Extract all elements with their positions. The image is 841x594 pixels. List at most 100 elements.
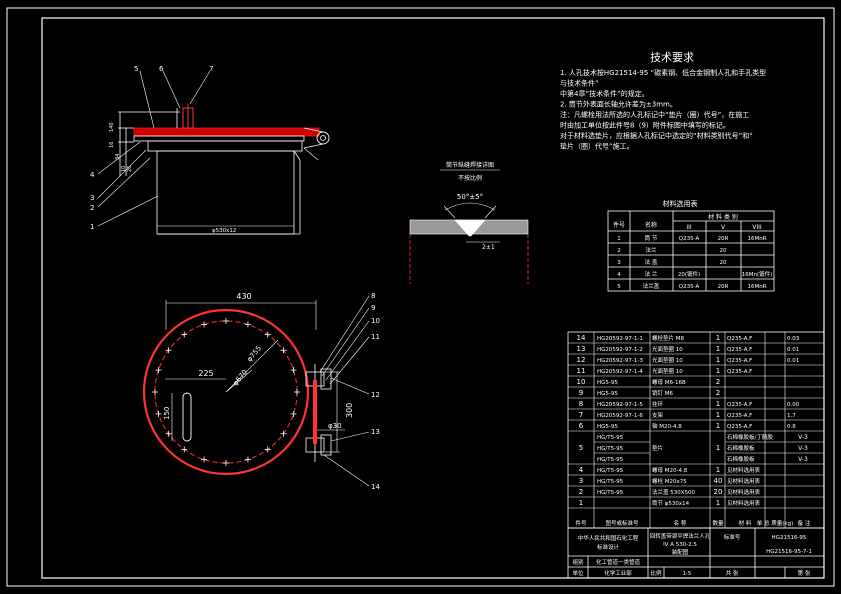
bom-code: HG20592-97-1-3 [597,358,643,364]
material-cell: 5 [617,284,621,290]
bom-no: 6 [579,422,584,430]
material-cell: 16MnR [747,236,766,242]
callout-12: 12 [371,391,380,399]
material-cell: 20R [718,236,729,242]
bom-name: 螺母 M20-4.8 [652,466,688,474]
bom-qty: 20 [714,488,723,496]
bom-mat: Q235-A.F [727,358,752,364]
bom-mat: 见材料选用表 [727,477,761,485]
weld-detail: 筒节纵缝焊接详图 不按比例 50°±5° 2±1 [409,161,529,284]
tech-note-line: 与技术条件” [560,79,599,88]
bom-no: 3 [579,477,583,485]
material-cell: Q235-A [679,236,700,242]
tb-row2-value: 化学工业部 [604,569,632,577]
bom-code: HG/T5-95 [597,457,624,463]
mat-col-group: 材 料 类 别 [708,213,738,221]
bom-name: 垫片 [652,444,663,452]
material-cell: 法 兰 [645,270,658,278]
bom-type: V-3 [798,434,808,441]
material-cell: 20 [720,248,727,254]
material-cell: 20R [718,284,729,290]
bom-code: HG/T5-95 [597,435,624,441]
plan-view: 430 225 150 φ670 φ755 300 φ30 8 9 10 11 [142,292,380,491]
bom-qty: 1 [716,400,720,408]
bom-mat: 见材料选用表 [727,488,761,496]
bom-mat: 石棉橡胶板 [727,444,755,452]
callout-2: 2 [90,204,94,212]
tech-note-line: 中第4章“技术条件”的规定。 [560,89,649,98]
bom-name: 支架 [652,411,664,419]
bom-header-cell: 件号 [575,519,587,527]
bom-rmk: 0.01 [787,347,799,353]
left-dim-4: 10 [121,166,127,172]
bom-header-cell: 图号或标准号 [605,519,639,527]
bom-name: 螺栓垫片 M8 [652,334,684,342]
bom-mat: Q235-A.F [727,413,752,419]
bom-no: 5 [579,444,583,452]
material-cell: 法兰盖 [643,282,660,290]
tb-sheet-total: 共 张 [726,569,739,577]
callout-1: 1 [90,223,94,231]
left-dim-3: 34 [115,154,121,160]
bom-no: 12 [577,356,586,364]
bom-qty: 1 [716,345,720,353]
bom-name: 螺母 M6-16B [652,378,686,386]
weld-title: 筒节纵缝焊接详图 [446,161,494,169]
tech-note-line: 对于材料选垫片，应根据人孔标记中选定的“材料类别代号”和“ [560,131,753,140]
bom-rmk: 0.8 [787,424,796,430]
bom-code: HG20592-97-1-2 [597,347,643,353]
weld-subtitle: 不按比例 [458,174,482,182]
bom-header-cell: 名 称 [674,519,687,527]
material-cell: 3 [617,260,621,266]
left-dim-2: 16 [109,142,115,148]
material-cell: 法 盖 [645,258,658,266]
bom-name: 光面垫圈 10 [652,345,683,353]
bom-qty: 1 [716,466,720,474]
bom-no: 2 [579,488,583,496]
title-block: 中华人民共和国石化工程 标准设计 回转盖带颈平焊法兰人孔 IV A 530-2.… [567,527,825,579]
bom-qty: 1 [716,356,720,364]
material-cell: 16Mn(锻件) [742,270,773,278]
weld-gap: 2±1 [482,244,495,251]
bom-header-cell: 材 料 [739,519,752,527]
bom-mat: 石棉橡胶板 [727,455,755,463]
bom-no: 14 [577,334,586,342]
bom-qty: 1 [716,367,720,375]
bom-header-cell: 单 总 质量(kg) [757,519,793,527]
material-cell: 法兰 [645,246,657,254]
bom-mat: Q235-A.F [727,402,752,408]
bom-qty: 1 [716,334,720,342]
bom-code: HG5-95 [597,391,618,397]
bom-name: 螺栓 M20x75 [652,477,687,485]
bom-no: 9 [579,389,583,397]
dim-755: φ755 [245,344,263,363]
bom-qty: 1 [716,444,720,452]
bom-no: 7 [579,411,583,419]
bom-code: HG/T5-95 [597,479,624,485]
bom-name: 销钉 M6 [652,389,673,397]
callout-13: 13 [371,428,380,436]
tb-proj3: 装配图 [672,548,689,556]
tb-proj2: IV A 530-2.5 [663,542,697,548]
outer-frame [6,7,835,587]
callout-5: 5 [134,65,138,73]
bom-mat: 见材料选用表 [727,466,761,474]
left-dim-5: 26 [127,166,133,172]
bom-rmk: 0.01 [787,358,799,364]
bom-name: 法兰盖 530X500 [652,488,696,496]
callout-8: 8 [371,292,375,300]
bom-mat: Q235-A.F [727,424,752,430]
tech-note-line: 2. 筒节外表面长轴允许差为±3mm。 [560,100,677,109]
bom-code: HG/T5-95 [597,490,624,496]
bom-code: HG20592-97-1-4 [597,369,643,375]
bom-no: 10 [577,378,586,386]
bom-mat: 见材料选用表 [727,499,761,507]
bom-name: 挂环 [652,400,664,408]
bom-no: 8 [579,400,583,408]
bom-rmk: 1.7 [787,413,796,419]
bom-type: V-3 [798,445,808,452]
material-cell: 20(锻件) [678,270,700,278]
mat-col-name: 名称 [645,221,657,229]
